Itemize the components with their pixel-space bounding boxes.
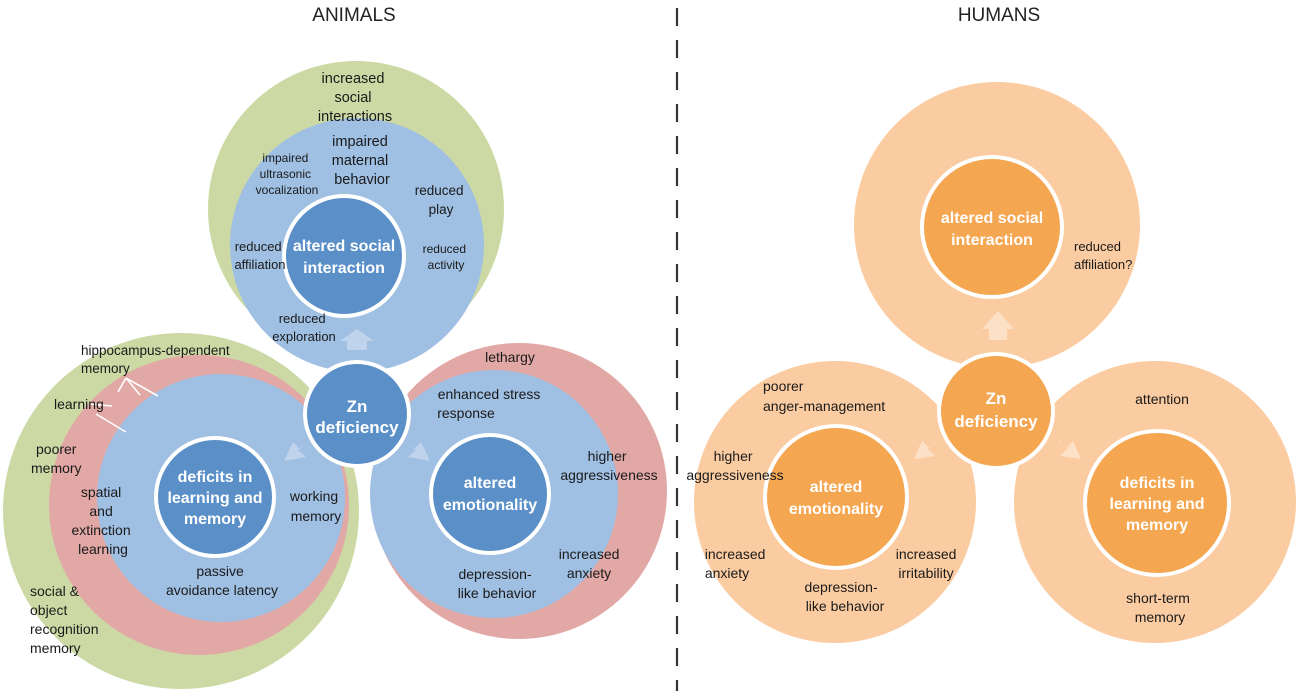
social-title-2: interaction [303, 260, 385, 277]
humans-panel: altered social interaction Zn deficiency… [686, 82, 1296, 643]
label-reduced-exploration: reduced exploration [272, 311, 336, 344]
label-reduced-play: reduced play [415, 183, 468, 217]
human-label-increased-anxiety: increased anxiety [705, 546, 770, 581]
human-label-poorer-anger-management: poorer anger-management [763, 378, 885, 414]
animals-header: ANIMALS [312, 5, 395, 26]
human-label-depression-like-behavior: depression- like behavior [804, 579, 884, 614]
human-learning-core [1083, 429, 1231, 577]
label-enhanced-stress-response: enhanced stress response [437, 386, 544, 421]
arrow-to-learning-icon [284, 441, 308, 461]
animals-panel: Zn deficiency altered social interaction… [3, 61, 667, 689]
label-increased-anxiety: increased anxiety [559, 546, 624, 581]
label-learning: learning [54, 396, 104, 412]
zn-deficiency-core [303, 360, 411, 468]
human-arrow-to-social-icon [982, 311, 1014, 340]
human-label-attention: attention [1135, 391, 1189, 407]
label-spatial-extinction-learning: spatial and extinction learning [71, 484, 134, 557]
human-label-reduced-affiliation: reduced affiliation? [1074, 239, 1132, 272]
human-social-title-2: interaction [951, 232, 1033, 249]
zn-core-label: Zn [347, 397, 368, 416]
human-label-higher-aggressiveness: higher aggressiveness [686, 448, 783, 483]
zn-core-label-2: deficiency [315, 418, 399, 437]
label-increased-social-interactions: increased social interactions [318, 71, 392, 125]
humans-header: HUMANS [958, 5, 1040, 26]
label-social-object-recognition-memory: social & object recognition memory [30, 583, 102, 656]
label-working-memory: working memory [289, 488, 342, 524]
arrow-to-social-icon [340, 329, 374, 350]
label-hippocampus-dependent-memory: hippocampus-dependent memory [81, 343, 233, 376]
human-social-core [920, 155, 1064, 299]
arrow-to-emotion-icon [406, 441, 430, 461]
emotion-core [429, 433, 551, 555]
label-higher-aggressiveness: higher aggressiveness [560, 448, 657, 483]
learning-title: deficits in [178, 469, 253, 486]
social-title: altered social [293, 238, 395, 255]
human-social-title: altered social [941, 210, 1043, 227]
human-emotion-core [763, 424, 909, 570]
human-zn-core [937, 352, 1055, 470]
label-poorer-memory: poorer memory [31, 441, 82, 476]
label-reduced-activity: reduced activity [423, 242, 470, 272]
label-impaired-ultrasonic-vocalization: impaired ultrasonic vocalization [256, 151, 319, 197]
label-lethargy: lethargy [485, 349, 535, 365]
human-emotion-title-2: emotionality [789, 501, 883, 518]
label-reduced-affiliation: reduced affiliation [234, 239, 285, 272]
human-zn-label-2: deficiency [954, 412, 1038, 431]
social-core [282, 194, 406, 318]
human-arrow-to-emotion-icon [914, 440, 937, 459]
human-learning-title-2: learning and [1109, 496, 1204, 513]
label-impaired-maternal-behavior: impaired maternal behavior [332, 134, 392, 188]
memory-branch-lines [89, 377, 159, 433]
label-depression-like-behavior: depression- like behavior [458, 566, 537, 601]
human-zn-label: Zn [986, 389, 1007, 408]
human-learning-title: deficits in [1120, 475, 1195, 492]
emotion-title-2: emotionality [443, 497, 537, 514]
learning-title-2: learning and [167, 490, 262, 507]
human-emotion-title: altered [810, 479, 862, 496]
label-passive-avoidance-latency: passive avoidance latency [166, 563, 278, 598]
emotion-title: altered [464, 475, 516, 492]
human-label-increased-irritability: increased irritability [896, 546, 961, 581]
human-label-short-term-memory: short-term memory [1126, 590, 1194, 625]
learning-title-3: memory [184, 511, 246, 528]
human-learning-title-3: memory [1126, 517, 1188, 534]
learning-core [154, 436, 276, 558]
human-arrow-to-learning-icon [1058, 440, 1081, 459]
